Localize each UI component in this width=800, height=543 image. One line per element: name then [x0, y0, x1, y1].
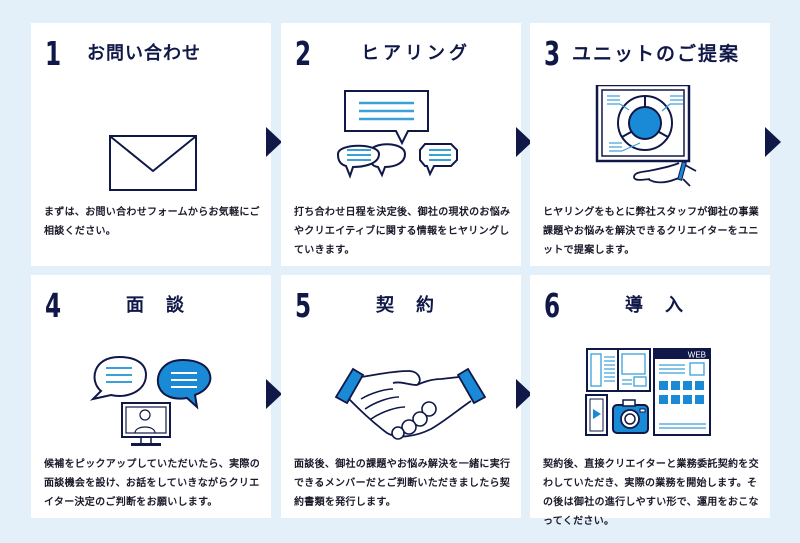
step-title: 導入 [625, 295, 705, 316]
step-title: お問い合わせ [87, 43, 201, 64]
step-number: 3 [544, 34, 561, 73]
step-card-2: 2 ヒアリング 打ち合わせ日程を決定後、御社の現状のお悩みやクリエイティブに関す… [281, 23, 521, 266]
web-label: WEB [688, 351, 706, 360]
media-web-icon: WEB [585, 348, 711, 436]
step-card-1: 1 お問い合わせ まずは、お問い合わせフォームからお気軽にご相談ください。 [31, 23, 271, 266]
step-card-4: 4 面談 候補をピックアップしていただいたら、実際の面談機会を設け、お話をしてい… [31, 275, 271, 518]
step-description: ヒヤリングをもとに弊社スタッフが御社の事業課題やお悩みを解決できるクリエイターを… [543, 207, 760, 256]
step-title: 契約 [376, 295, 456, 316]
handshake-icon [334, 367, 487, 440]
step-card-3: 3 ユニットのご提案 ヒヤリングをもとに弊社スタッフが御社の事業課題やお悩みを解… [530, 23, 770, 266]
next-arrow-icon [266, 127, 282, 157]
step-number: 1 [45, 34, 62, 73]
step-number: 4 [45, 286, 62, 325]
step-card-5: 5 契約 面談後、御社の課題やお悩み解決を一緒に実行できるメンバーだとご判断いた… [281, 275, 521, 518]
step-description: 候補をピックアップしていただいたら、実際の面談機会を設け、お話をしていきながらク… [44, 459, 260, 508]
step-description: 面談後、御社の課題やお悩み解決を一緒に実行できるメンバーだとご判断いただきました… [294, 459, 511, 508]
next-arrow-icon [516, 127, 532, 157]
step-number: 5 [295, 286, 312, 325]
next-arrow-icon [516, 379, 532, 409]
step-number: 2 [295, 34, 312, 73]
next-arrow-icon [765, 127, 781, 157]
next-arrow-icon [266, 379, 282, 409]
step-number: 6 [544, 286, 561, 325]
proposal-chart-icon [595, 85, 697, 187]
step-title: ユニットのご提案 [572, 43, 741, 65]
step-title: 面談 [126, 295, 206, 316]
video-interview-icon [89, 355, 212, 446]
step-card-6: 6 導入 WEB 契約後、直接クリエイターと業務委託契 [530, 275, 770, 527]
step-description: 契約後、直接クリエイターと業務委託契約を交わしていただき、実際の業務を開始します… [543, 459, 759, 527]
envelope-icon [109, 135, 197, 191]
step-title: ヒアリング [361, 43, 471, 64]
step-description: まずは、お問い合わせフォームからお気軽にご相談ください。 [44, 207, 260, 237]
step-description: 打ち合わせ日程を決定後、御社の現状のお悩みやクリエイティブに関する情報をヒヤリン… [294, 207, 511, 256]
speech-bubbles-icon [336, 90, 458, 179]
